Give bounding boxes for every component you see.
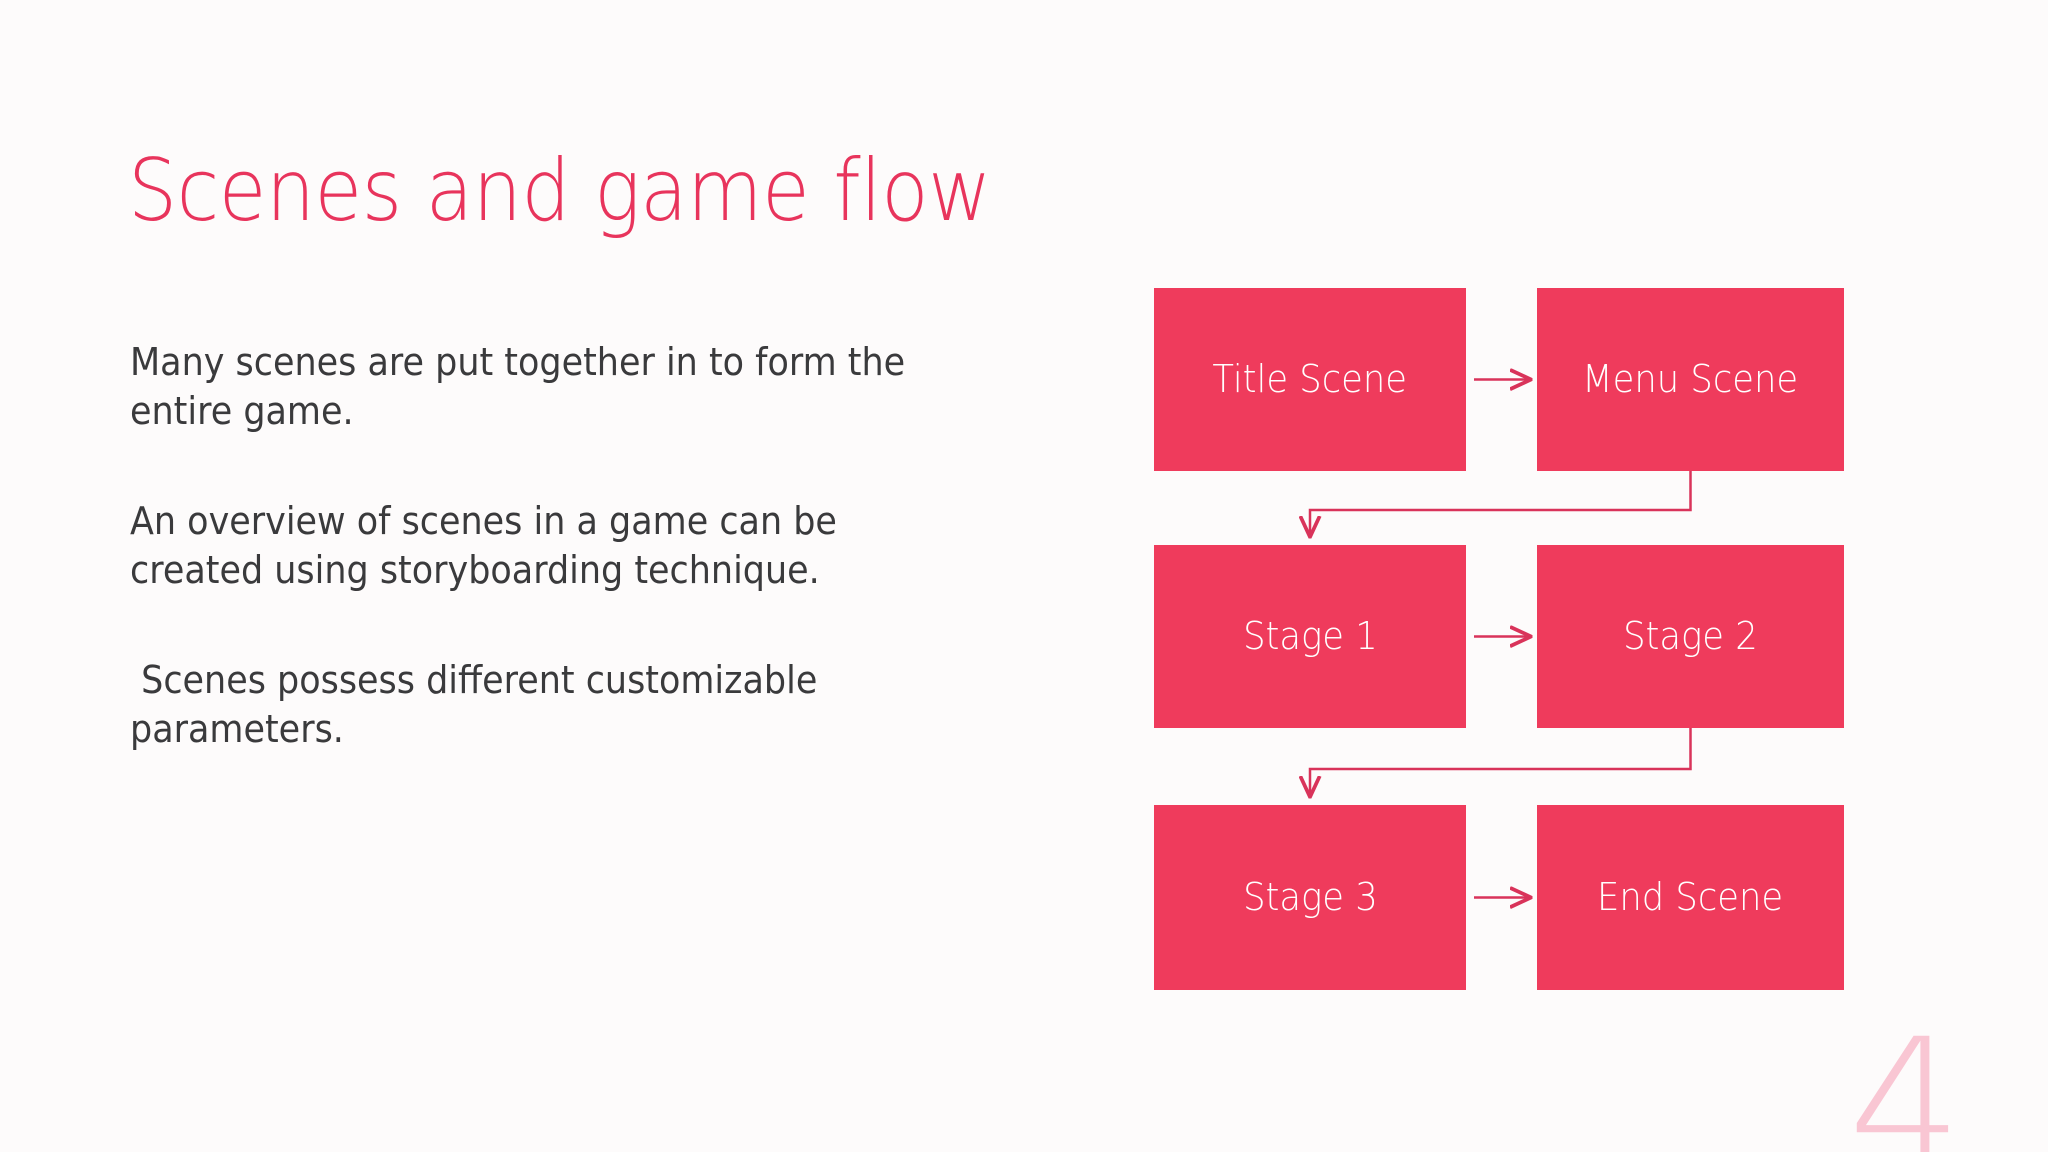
body-paragraph-1: Many scenes are put together in to form …	[130, 340, 917, 434]
body-paragraph-2: An overview of scenes in a game can be c…	[130, 498, 849, 593]
flow-node-title-scene[interactable]: Title Scene	[1154, 288, 1466, 471]
flow-node-stage-2[interactable]: Stage 2	[1537, 545, 1844, 728]
flow-node-stage-1[interactable]: Stage 1	[1154, 545, 1466, 728]
flow-node-label: Stage 1	[1242, 614, 1378, 659]
edge-menu-to-stage1	[1310, 471, 1692, 536]
edge-stage2-to-stage3	[1310, 728, 1692, 796]
page-title: Scenes and game flow	[128, 141, 992, 241]
flow-node-end-scene[interactable]: End Scene	[1537, 805, 1844, 990]
flow-node-label: Stage 2	[1623, 614, 1758, 659]
page-number: 4	[1848, 1001, 1963, 1152]
flow-node-label: Menu Scene	[1582, 357, 1799, 402]
flow-node-label: Stage 3	[1242, 875, 1378, 920]
flow-node-label: End Scene	[1597, 875, 1784, 920]
body-paragraph-3: Scenes possess different customizable pa…	[130, 657, 829, 751]
flow-node-label: Title Scene	[1212, 357, 1408, 402]
flow-node-menu-scene[interactable]: Menu Scene	[1537, 288, 1844, 471]
flow-node-stage-3[interactable]: Stage 3	[1154, 805, 1466, 990]
scene-flow-diagram: Title Scene Menu Scene Stage 1 Stage 2 S…	[1154, 288, 1844, 990]
body-text-block: Many scenes are put together in to form …	[130, 338, 1030, 754]
